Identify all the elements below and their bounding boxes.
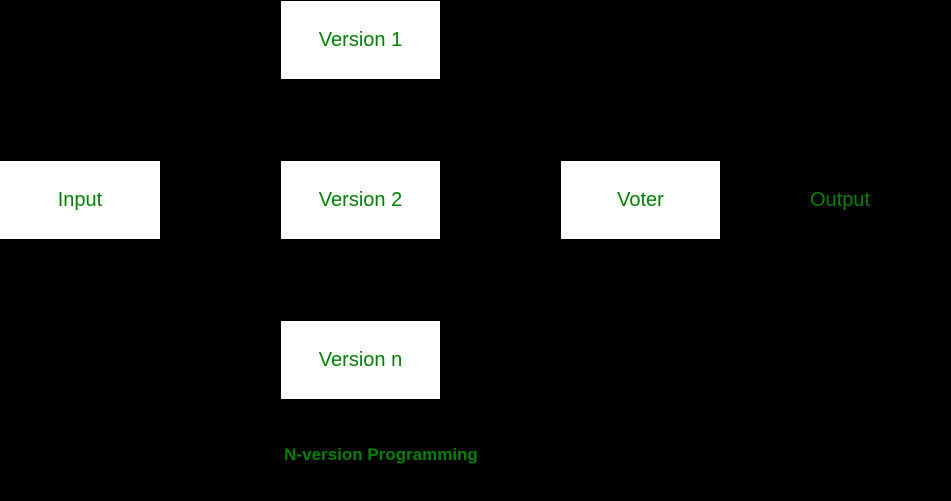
output-label: Output bbox=[809, 189, 871, 211]
node-version-2: Version 2 bbox=[281, 161, 440, 239]
node-voter: Voter bbox=[561, 161, 720, 239]
node-version-1: Version 1 bbox=[281, 1, 440, 79]
node-version-n: Version n bbox=[281, 321, 440, 399]
node-input: Input bbox=[0, 161, 160, 239]
node-input-label: Input bbox=[57, 189, 103, 211]
node-version-1-label: Version 1 bbox=[318, 29, 403, 51]
node-version-n-label: Version n bbox=[318, 349, 403, 371]
diagram-caption: N-version Programming bbox=[284, 445, 478, 464]
node-version-2-label: Version 2 bbox=[318, 189, 403, 211]
node-voter-label: Voter bbox=[617, 189, 664, 211]
